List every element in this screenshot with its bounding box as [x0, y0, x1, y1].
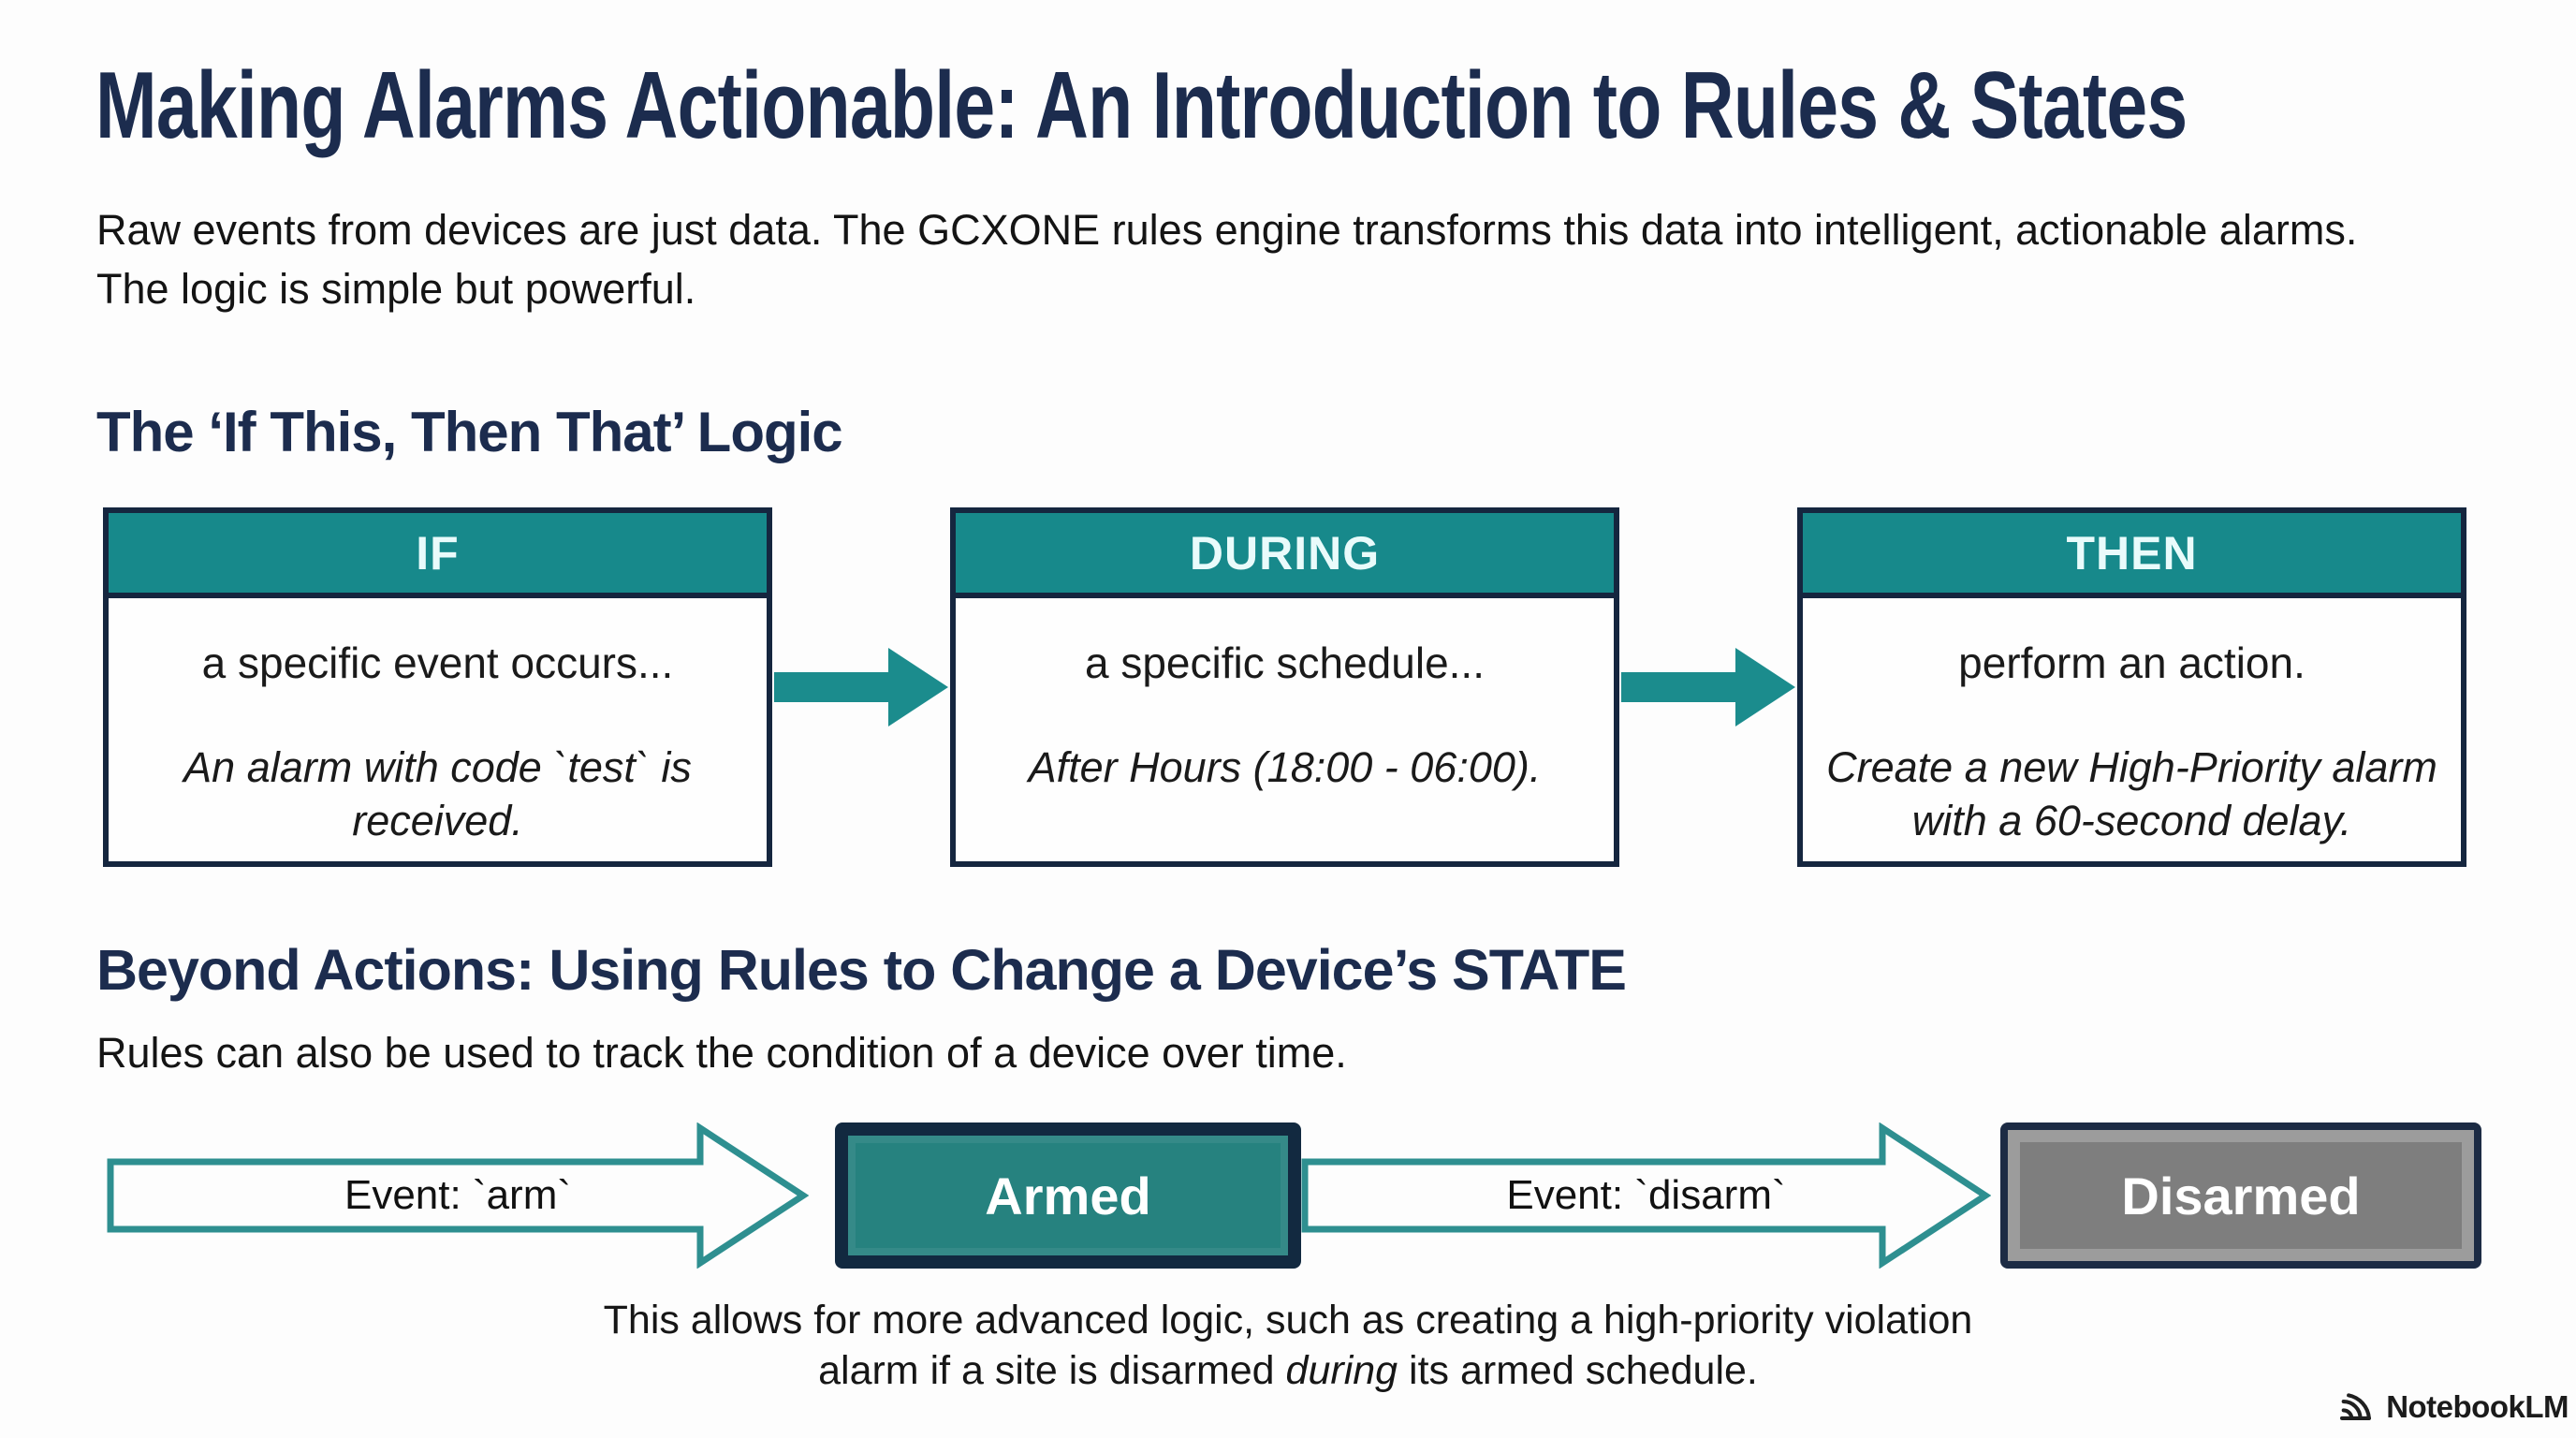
if-during-then-diagram: IF a specific event occurs... An alarm w… [103, 507, 2466, 867]
state-caption: This allows for more advanced logic, suc… [0, 1295, 2576, 1396]
then-box-body: perform an action. Create a new High-Pri… [1803, 598, 2461, 861]
caption-line-1: This allows for more advanced logic, suc… [603, 1298, 1973, 1343]
if-box-summary: a specific event occurs... [201, 638, 674, 687]
then-box-summary: perform an action. [1958, 638, 2305, 687]
right-arrow-icon [772, 507, 950, 867]
notebooklm-watermark: NotebookLM [2338, 1389, 2569, 1425]
arm-event-label: Event: `arm` [344, 1172, 572, 1218]
intro-text: Raw events from devices are just data. T… [96, 206, 2358, 313]
state-section-heading: Beyond Actions: Using Rules to Change a … [96, 938, 1627, 1002]
disarmed-state-box: Disarmed [2000, 1123, 2481, 1269]
page-title: Making Alarms Actionable: An Introductio… [95, 53, 2188, 158]
if-box-example: An alarm with code `test` is received. [183, 743, 692, 844]
then-box: THEN perform an action. Create a new Hig… [1797, 507, 2466, 867]
caption-line-2: alarm if a site is disarmed during its a… [818, 1348, 1758, 1393]
during-box-header: DURING [956, 513, 1614, 598]
notebooklm-logo-icon [2340, 1393, 2372, 1420]
right-arrow-icon [1619, 507, 1797, 867]
then-box-example: Create a new High-Priority alarm with a … [1826, 743, 2437, 844]
during-box-example: After Hours (18:00 - 06:00). [1028, 743, 1542, 791]
state-section-subheading: Rules can also be used to track the cond… [96, 1029, 1347, 1077]
watermark-label: NotebookLM [2386, 1389, 2569, 1424]
if-box-header: IF [109, 513, 767, 598]
during-box-body: a specific schedule... After Hours (18:0… [956, 598, 1614, 861]
then-box-header: THEN [1803, 513, 2461, 598]
during-box: DURING a specific schedule... After Hour… [950, 507, 1619, 867]
armed-state-box: Armed [835, 1123, 1301, 1269]
if-box: IF a specific event occurs... An alarm w… [103, 507, 772, 867]
disarm-event-arrow-icon [1301, 1123, 1991, 1269]
logic-section-heading: The ‘If This, Then That’ Logic [96, 401, 843, 463]
during-box-summary: a specific schedule... [1084, 638, 1485, 687]
disarm-event-label: Event: `disarm` [1506, 1172, 1786, 1218]
arm-event-arrow-icon [107, 1123, 809, 1269]
if-box-body: a specific event occurs... An alarm with… [109, 598, 767, 861]
